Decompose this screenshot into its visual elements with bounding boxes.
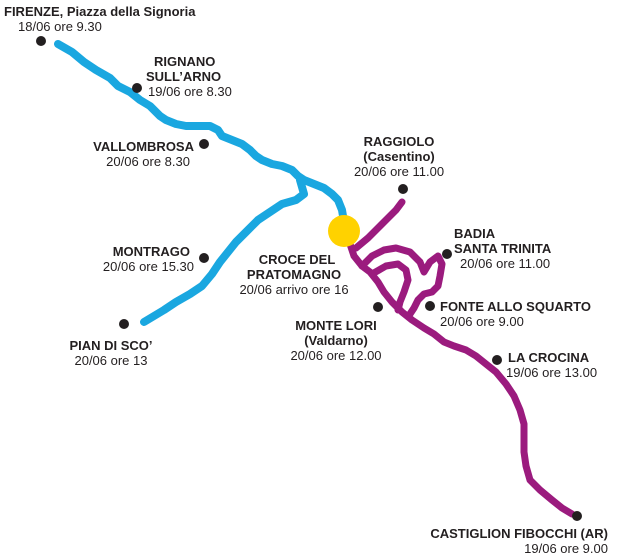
stop-dot-vallombrosa xyxy=(199,139,209,149)
stop-dot-firenze xyxy=(36,36,46,46)
label-firenze: FIRENZE, Piazza della Signoria 18/06 ore… xyxy=(4,4,195,34)
label-croce-del-pratomagno: CROCE DEL PRATOMAGNO 20/06 arrivo ore 16 xyxy=(232,252,356,297)
stop-dot-raggiolo xyxy=(398,184,408,194)
stop-dot-la-crocina xyxy=(492,355,502,365)
label-pian-di-sco: PIAN DI SCO’ 20/06 ore 13 xyxy=(56,338,166,368)
blue-route-main xyxy=(54,40,348,226)
stop-date: 20/06 arrivo ore 16 xyxy=(239,282,349,297)
stop-name-2: SANTA TRINITA xyxy=(454,241,552,256)
stop-name: LA CROCINA xyxy=(508,350,590,365)
stop-name-2: (Valdarno) xyxy=(304,333,368,348)
stop-name: CROCE DEL xyxy=(258,252,336,267)
label-raggiolo: RAGGIOLO (Casentino) 20/06 ore 11.00 xyxy=(340,134,458,179)
stop-date: 20/06 ore 15.30 xyxy=(102,259,194,274)
stop-date: 20/06 ore 9.00 xyxy=(440,314,524,329)
label-badia-santa-trinita: BADIA SANTA TRINITA 20/06 ore 11.00 xyxy=(454,226,551,271)
stop-date: 19/06 ore 9.00 xyxy=(524,541,608,556)
purple-route-loop-inner xyxy=(368,260,412,314)
stop-date: 20/06 ore 8.30 xyxy=(106,154,190,169)
stop-dot-monte-lori xyxy=(373,302,383,312)
stop-name: FIRENZE, xyxy=(4,4,64,19)
stop-date: 20/06 ore 11.00 xyxy=(460,256,551,271)
stop-name: PIAN DI SCO’ xyxy=(69,338,153,353)
stop-name: BADIA xyxy=(454,226,496,241)
stop-dot-rignano xyxy=(132,83,142,93)
stop-date: 20/06 ore 12.00 xyxy=(290,348,382,363)
stop-name: MONTE LORI xyxy=(295,318,377,333)
blue-route-branch xyxy=(140,176,308,326)
stop-dot-montrago xyxy=(199,253,209,263)
stop-name: RIGNANO xyxy=(154,54,216,69)
stop-name: CASTIGLION FIBOCCHI (AR) xyxy=(430,526,608,541)
stop-dot-fonte xyxy=(425,301,435,311)
stop-dot-castiglion xyxy=(572,511,582,521)
stop-dot-pian-di-sco xyxy=(119,319,129,329)
label-montrago: MONTRAGO 20/06 ore 15.30 xyxy=(88,244,194,274)
label-la-crocina: LA CROCINA 19/06 ore 13.00 xyxy=(506,350,597,380)
stop-name-2: SULL’ARNO xyxy=(146,69,222,84)
stop-name: RAGGIOLO xyxy=(363,134,435,149)
label-vallombrosa: VALLOMBROSA 20/06 ore 8.30 xyxy=(80,139,194,169)
stop-name-2: (Casentino) xyxy=(363,149,435,164)
stop-name: FONTE ALLO SQUARTO xyxy=(440,299,591,314)
stop-dot-badia xyxy=(442,249,452,259)
label-monte-lori: MONTE LORI (Valdarno) 20/06 ore 12.00 xyxy=(284,318,388,363)
stop-date: 19/06 ore 13.00 xyxy=(506,365,598,380)
label-fonte-allo-squarto: FONTE ALLO SQUARTO 20/06 ore 9.00 xyxy=(440,299,591,329)
stop-date: 19/06 ore 8.30 xyxy=(148,84,232,99)
purple-route-raggiolo xyxy=(352,198,406,252)
purple-route-main xyxy=(340,228,576,518)
stop-date: 18/06 ore 9.30 xyxy=(18,19,102,34)
finish-marker xyxy=(328,215,360,247)
stop-date: 20/06 ore 13 xyxy=(74,353,148,368)
stop-name: MONTRAGO xyxy=(112,244,190,259)
stop-name-2: PRATOMAGNO xyxy=(246,267,342,282)
label-castiglion-fibocchi: CASTIGLION FIBOCCHI (AR) 19/06 ore 9.00 xyxy=(396,526,608,556)
stop-name-detail: Piazza della Signoria xyxy=(66,4,196,19)
stop-name: VALLOMBROSA xyxy=(93,139,194,154)
label-rignano: RIGNANO SULL’ARNO 19/06 ore 8.30 xyxy=(146,54,232,99)
stop-date: 20/06 ore 11.00 xyxy=(353,164,445,179)
purple-route-loop xyxy=(358,244,446,318)
